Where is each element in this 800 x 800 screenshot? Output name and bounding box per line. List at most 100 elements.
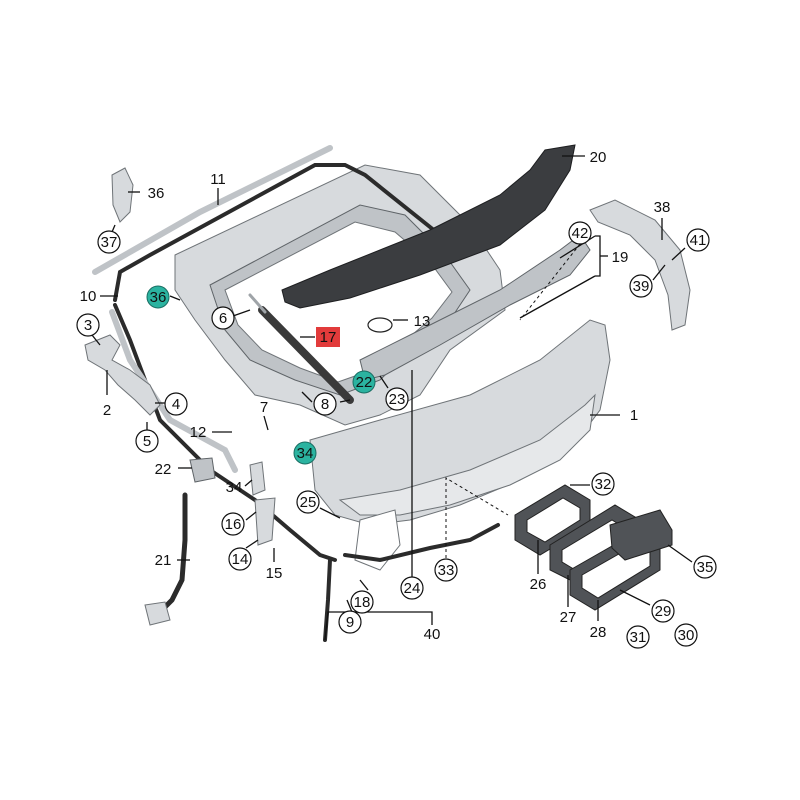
callout-14: 14 [228,547,252,571]
callout-5: 5 [135,429,159,453]
callout-number: 35 [697,559,714,576]
callout-circle [211,306,235,330]
callout-35: 35 [693,555,717,579]
callout-number: 22 [155,461,172,478]
callout-10: 10 [80,288,97,305]
callout-2: 2 [103,402,111,419]
callout-32: 32 [591,472,615,496]
callout-16: 16 [221,512,245,536]
callout-38: 38 [654,199,671,216]
callout-number: 5 [143,433,151,450]
callout-number: 33 [438,562,455,579]
callout-circle [693,555,717,579]
callout-highlight-box [316,327,340,347]
callout-circle [686,228,710,252]
callout-circle [385,387,409,411]
callout-36: 36 [146,285,170,309]
callout-circle [296,490,320,514]
corner-bracket [589,199,691,331]
callout-number: 39 [633,278,650,295]
callout-17: 17 [316,327,340,347]
callout-34: 34 [293,441,317,465]
callout-31: 31 [626,625,650,649]
callout-13: 13 [414,313,431,330]
callout-22: 22 [352,370,376,394]
callout-29: 29 [651,599,675,623]
outer-trim-strip [92,145,333,275]
callout-circle [434,558,458,582]
callout-18: 18 [350,590,374,614]
callout-19: 19 [612,249,629,266]
callout-11: 11 [210,171,226,188]
hinge-15 [249,461,276,546]
callout-22: 22 [155,461,172,478]
callout-41: 41 [686,228,710,252]
callout-circle [76,313,100,337]
bracket-36 [111,167,134,223]
clip-13 [367,317,393,333]
callout-26: 26 [530,576,547,593]
callout-8: 8 [313,392,337,416]
callout-24: 24 [400,576,424,600]
callout-9: 9 [338,610,362,634]
callout-3: 3 [76,313,100,337]
callout-number: 17 [320,329,337,346]
spoiler [281,144,576,309]
callout-circle [313,392,337,416]
callout-circle [352,370,376,394]
hinge-assembly [84,334,161,416]
crossmember [359,234,591,381]
callout-number: 9 [346,614,354,631]
callout-number: 7 [260,399,268,416]
callout-number: 10 [80,288,97,305]
callout-circle [626,625,650,649]
callout-circle [400,576,424,600]
callout-number: 24 [404,580,421,597]
callout-circle [164,392,188,416]
callout-28: 28 [590,624,607,641]
callout-number: 28 [590,624,607,641]
bracket-22 [189,457,216,483]
callout-42: 42 [568,221,592,245]
gas-strut [248,293,354,404]
callout-number: 22 [356,374,373,391]
callout-number: 23 [389,391,406,408]
callout-39: 39 [629,274,653,298]
callout-number: 41 [690,232,707,249]
callout-number: 15 [266,565,283,582]
callout-number: 30 [678,627,695,644]
callout-circle [338,610,362,634]
callout-20: 20 [590,149,607,166]
callout-number: 12 [190,424,207,441]
tailgate-outer-panel [309,319,611,571]
callout-21: 21 [155,552,172,569]
callout-1: 1 [630,407,638,424]
callout-number: 38 [654,199,671,216]
callout-number: 14 [232,551,249,568]
callout-circle [350,590,374,614]
callout-number: 6 [219,310,227,327]
callout-number: 25 [300,494,317,511]
callout-number: 1 [630,407,638,424]
callout-number: 18 [354,594,371,611]
callout-number: 26 [530,576,547,593]
callout-36: 36 [148,185,165,202]
callout-4: 4 [164,392,188,416]
callout-circle [135,429,159,453]
callout-number: 11 [210,171,226,188]
roof-seal-rubber [113,163,442,562]
callout-circle [228,547,252,571]
callout-15: 15 [266,565,283,582]
callout-circle [674,623,698,647]
callout-circle [97,230,121,254]
callout-23: 23 [385,387,409,411]
callout-number: 8 [321,396,329,413]
callout-number: 34 [297,445,314,462]
callout-number: 42 [572,225,589,242]
callout-circle [651,599,675,623]
callout-number: 29 [655,603,672,620]
callout-number: 3 [84,317,92,334]
callout-number: 40 [424,626,441,643]
